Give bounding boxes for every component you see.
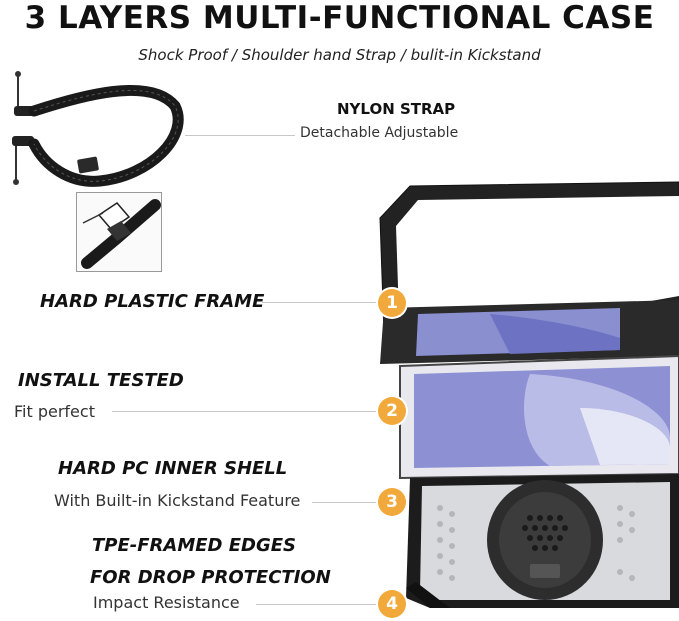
install-tested-heading: INSTALL TESTED (18, 370, 184, 391)
case-layers-illustration (370, 178, 679, 621)
buckle-closeup-illustration (76, 192, 162, 272)
badge-3: 3 (378, 488, 406, 516)
shoulder-strap-illustration (0, 66, 190, 196)
leader-line (312, 502, 378, 503)
leader-line (256, 604, 378, 605)
page-subtitle: Shock Proof / Shoulder hand Strap / buli… (138, 46, 541, 64)
leader-line (185, 135, 295, 136)
page-title: 3 LAYERS MULTI-FUNCTIONAL CASE (24, 0, 655, 36)
tpe-edges-heading: TPE-FRAMED EDGES (92, 535, 297, 556)
install-tested-subtext: Fit perfect (14, 402, 95, 421)
inner-shell-subtext: With Built-in Kickstand Feature (54, 491, 301, 510)
nylon-strap-heading: NYLON STRAP (337, 100, 456, 118)
badge-1: 1 (378, 289, 406, 317)
hard-plastic-frame-heading: HARD PLASTIC FRAME (40, 291, 265, 312)
badge-4: 4 (378, 590, 406, 618)
nylon-strap-subtext: Detachable Adjustable (300, 125, 459, 141)
badge-2: 2 (378, 397, 406, 425)
inner-shell-heading: HARD PC INNER SHELL (58, 458, 288, 479)
impact-resistance-subtext: Impact Resistance (93, 593, 240, 612)
leader-line (262, 302, 380, 303)
drop-protection-heading: FOR DROP PROTECTION (90, 567, 331, 588)
leader-line (112, 411, 378, 412)
